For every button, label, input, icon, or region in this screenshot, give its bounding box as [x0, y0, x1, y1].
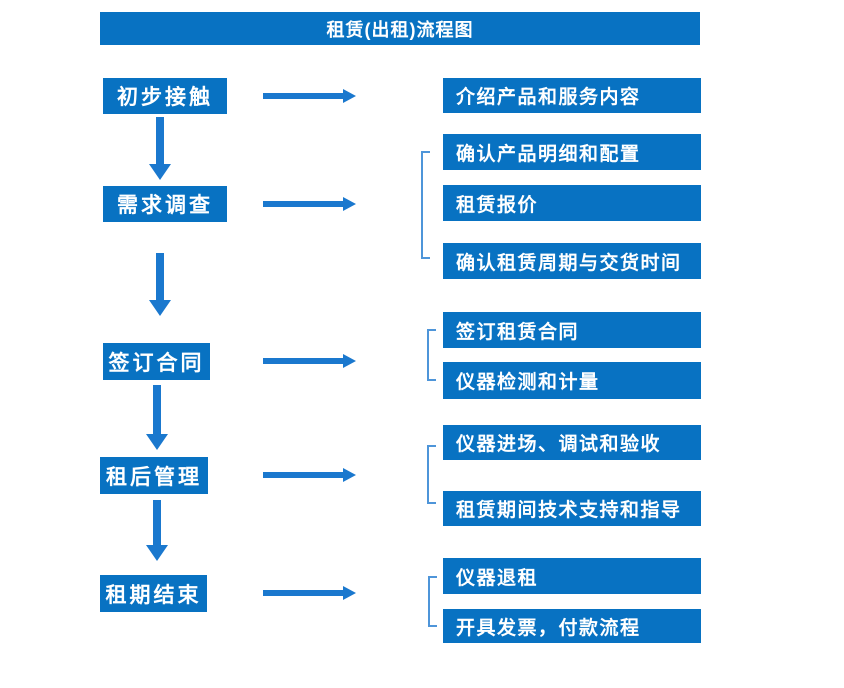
- step-box-sign-contract: 签订合同: [103, 343, 210, 380]
- arrow-stem: [263, 472, 343, 478]
- step-box-post-rental-management: 租后管理: [100, 457, 208, 494]
- step-box-initial-contact: 初步接触: [103, 78, 227, 114]
- arrow-stem: [156, 253, 164, 300]
- arrow-right-2-icon: [263, 197, 356, 211]
- arrow-head: [149, 164, 171, 180]
- bracket-group-5: [428, 576, 437, 627]
- bracket-group-2: [421, 151, 430, 259]
- arrow-head: [343, 468, 356, 482]
- detail-box-instrument-return: 仪器退租: [443, 558, 701, 594]
- arrow-stem: [153, 385, 161, 434]
- arrow-right-3-icon: [263, 354, 356, 368]
- arrow-right-4-icon: [263, 468, 356, 482]
- arrow-down-4-icon: [146, 500, 168, 561]
- arrow-stem: [263, 201, 343, 207]
- arrow-stem: [153, 500, 161, 545]
- arrow-head: [343, 89, 356, 103]
- arrow-right-1-icon: [263, 89, 356, 103]
- bracket-group-3: [427, 329, 436, 381]
- arrow-down-2-icon: [149, 253, 171, 316]
- arrow-head: [343, 354, 356, 368]
- detail-box-tech-support: 租赁期间技术支持和指导: [443, 491, 701, 526]
- bracket-group-4: [427, 445, 436, 504]
- detail-box-sign-rental-contract: 签订租赁合同: [443, 312, 701, 348]
- arrow-stem: [263, 358, 343, 364]
- detail-box-rental-quote: 租赁报价: [443, 185, 701, 221]
- detail-box-confirm-product-config: 确认产品明细和配置: [443, 134, 701, 170]
- arrow-head: [343, 586, 356, 600]
- arrow-stem: [156, 117, 164, 164]
- arrow-head: [343, 197, 356, 211]
- arrow-right-5-icon: [263, 586, 356, 600]
- arrow-down-1-icon: [149, 117, 171, 180]
- arrow-stem: [263, 93, 343, 99]
- arrow-head: [146, 545, 168, 561]
- detail-box-invoice-payment: 开具发票，付款流程: [443, 609, 701, 643]
- arrow-head: [149, 300, 171, 316]
- detail-box-confirm-period-delivery: 确认租赁周期与交货时间: [443, 243, 701, 279]
- arrow-down-3-icon: [146, 385, 168, 450]
- page-title: 租赁(出租)流程图: [326, 19, 474, 40]
- step-box-rental-end: 租期结束: [100, 575, 207, 612]
- detail-box-instrument-setup-acceptance: 仪器进场、调试和验收: [443, 425, 701, 460]
- arrow-head: [146, 434, 168, 450]
- step-box-demand-survey: 需求调查: [103, 186, 227, 222]
- arrow-stem: [263, 590, 343, 596]
- title-bar: 租赁(出租)流程图: [100, 12, 700, 45]
- detail-box-introduce-products: 介绍产品和服务内容: [443, 78, 701, 113]
- detail-box-instrument-testing: 仪器检测和计量: [443, 362, 701, 399]
